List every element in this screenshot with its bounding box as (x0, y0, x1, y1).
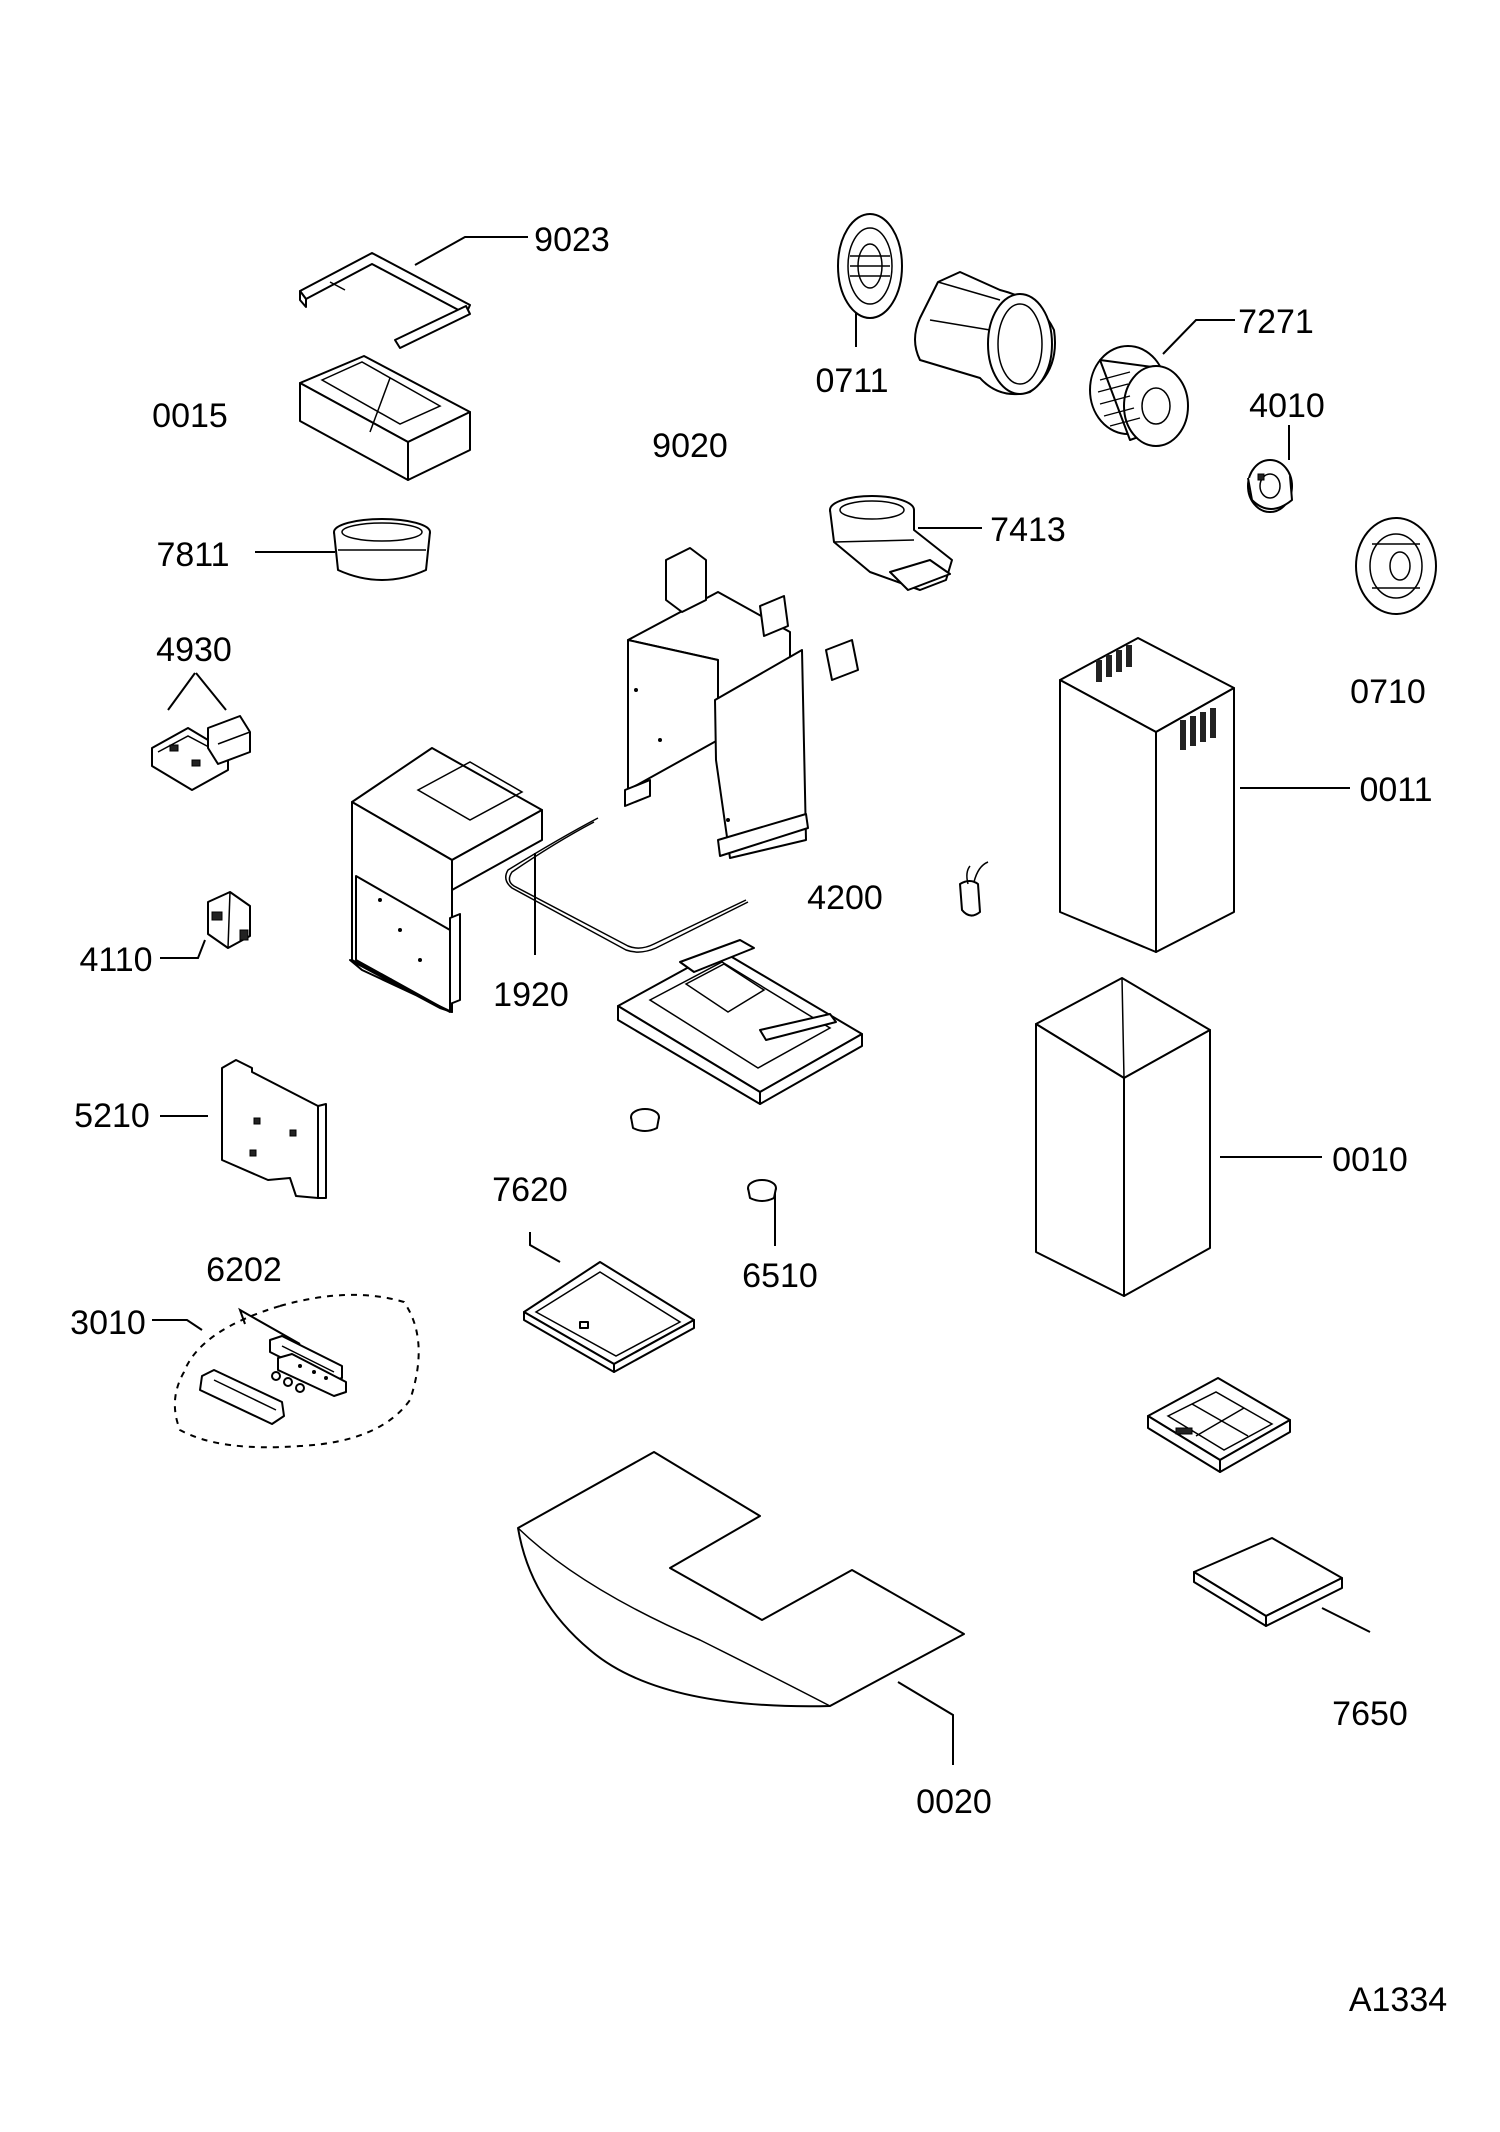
part-0020-hood-canopy (517, 1451, 965, 1708)
drawing-id: A1334 (1348, 1981, 1448, 2019)
part-left-chassis (349, 747, 543, 1013)
label-0711: 0711 (815, 362, 889, 400)
part-9023-bracket (299, 252, 471, 349)
part-0711-grille (837, 213, 903, 319)
part-lower-tray (617, 939, 863, 1105)
label-4110: 4110 (79, 941, 153, 979)
part-7413-adapter (829, 495, 953, 591)
label-5210: 5210 (74, 1097, 150, 1135)
part-6510-knob (747, 1179, 777, 1202)
label-3010: 3010 (70, 1304, 146, 1342)
label-7620: 7620 (492, 1171, 568, 1209)
label-7650: 7650 (1332, 1695, 1408, 1733)
part-4110-switch (207, 891, 251, 949)
part-0710-disc (1355, 517, 1437, 615)
part-7271-blower-wheel (1089, 345, 1189, 447)
part-5210-panel (221, 1059, 327, 1199)
part-1920-gasket (505, 817, 749, 953)
part-carbon-filter-frame (1147, 1377, 1291, 1473)
part-0010-lower-chimney (1035, 977, 1211, 1297)
label-4930: 4930 (156, 631, 232, 669)
label-0011: 0011 (1359, 771, 1433, 809)
part-7811-collar (333, 518, 431, 581)
part-7650-filter-pad (1193, 1537, 1343, 1627)
part-knob-upper (630, 1108, 660, 1132)
label-7413: 7413 (990, 511, 1066, 549)
label-9020: 9020 (652, 427, 728, 465)
label-1920: 1920 (493, 976, 569, 1014)
label-6510: 6510 (742, 1257, 818, 1295)
label-4010: 4010 (1249, 387, 1325, 425)
part-4010-motor (1247, 459, 1293, 513)
part-0015-duct-box (299, 355, 471, 481)
part-3010-control-group (173, 1293, 420, 1449)
label-7271: 7271 (1238, 303, 1314, 341)
label-0010: 0010 (1332, 1141, 1408, 1179)
part-7620-grease-filter (523, 1261, 695, 1373)
label-0710: 0710 (1350, 673, 1426, 711)
part-4200-capacitor (959, 861, 989, 917)
part-0011-upper-chimney (1059, 637, 1235, 953)
leader-lines (152, 236, 1371, 1765)
label-4200: 4200 (807, 879, 883, 917)
label-0020: 0020 (916, 1783, 992, 1821)
label-9023: 9023 (534, 221, 610, 259)
part-9020-frame (624, 547, 859, 859)
label-0015: 0015 (152, 397, 228, 435)
part-4930-electronic-components (151, 715, 251, 791)
label-7811: 7811 (156, 536, 230, 574)
label-6202: 6202 (206, 1251, 282, 1289)
part-fan-housing (914, 271, 1056, 396)
